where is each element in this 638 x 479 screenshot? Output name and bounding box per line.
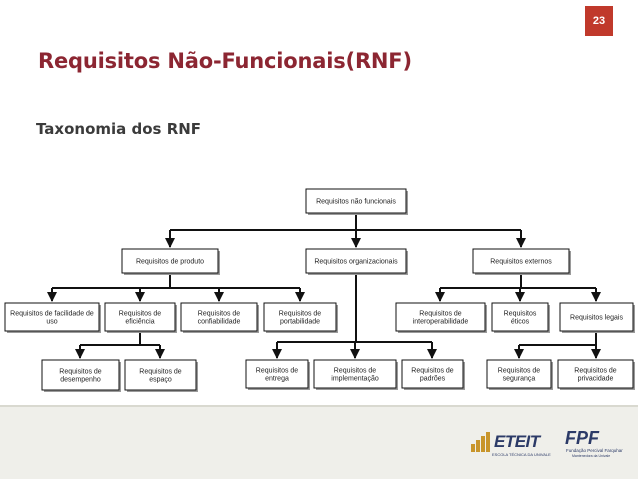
- node-organizacionais: Requisitos organizacionais: [305, 248, 408, 275]
- node-padroes-label: padrões: [420, 376, 446, 383]
- node-implementacao-label: implementação: [331, 376, 379, 383]
- footer-divider: [0, 405, 638, 407]
- node-padroes-label: Requisitos de: [411, 368, 454, 375]
- node-externos: Requisitos externos: [472, 248, 571, 275]
- eteit-bars-icon: [471, 432, 490, 452]
- eteit-caption: ESCOLA TÉCNICA DA UNIVALE: [492, 452, 551, 457]
- node-privacidade-label: Requisitos de: [574, 368, 617, 375]
- node-confiabilidade-label: confiabilidade: [198, 319, 241, 326]
- node-root-label: Requisitos não funcionais: [316, 199, 396, 206]
- node-facilidade-label: uso: [46, 319, 57, 326]
- node-produto-label: Requisitos de produto: [136, 259, 204, 266]
- node-legais: Requisitos legais: [559, 302, 635, 333]
- node-externos-label: Requisitos externos: [490, 259, 552, 266]
- node-espaco-label: espaço: [149, 377, 172, 384]
- node-implementacao-label: Requisitos de: [334, 368, 377, 375]
- slide-title: Requisitos Não-Funcionais(RNF): [38, 49, 412, 73]
- eteit-logo: ETEIT ESCOLA TÉCNICA DA UNIVALE: [470, 430, 551, 462]
- node-desempenho-label: desempenho: [60, 377, 101, 384]
- node-eticos-label: Requisitos: [504, 311, 537, 318]
- node-entrega-label: entrega: [265, 376, 289, 383]
- node-desempenho-label: Requisitos de: [59, 369, 102, 376]
- node-confiabilidade-label: Requisitos de: [198, 311, 241, 318]
- eteit-logo-text: ETEIT: [494, 432, 540, 451]
- fpf-logo: FPF Fundação Percival Farquhar Mantenedo…: [556, 428, 624, 462]
- node-interoperabilidade-label: interoperabilidade: [413, 319, 469, 326]
- node-organizacionais-label: Requisitos organizacionais: [314, 259, 398, 266]
- node-seguranca-label: segurança: [503, 376, 536, 383]
- node-portabilidade-label: portabilidade: [280, 319, 320, 326]
- node-portabilidade-label: Requisitos de: [279, 311, 322, 318]
- node-entrega-label: Requisitos de: [256, 368, 299, 375]
- node-root: Requisitos não funcionais: [305, 188, 408, 215]
- page-number-badge: 23: [585, 6, 613, 36]
- node-legais-label: Requisitos legais: [570, 315, 623, 322]
- diagram-connectors: [47, 213, 601, 359]
- node-eficiencia-label: eficiência: [125, 319, 154, 326]
- fpf-logo-text: FPF: [565, 428, 599, 448]
- node-facilidade-label: Requisitos de facilidade de: [10, 311, 94, 318]
- node-eticos-label: éticos: [511, 319, 530, 326]
- node-interoperabilidade-label: Requisitos de: [419, 311, 462, 318]
- slide-subtitle: Taxonomia dos RNF: [36, 120, 202, 138]
- node-privacidade-label: privacidade: [578, 376, 614, 383]
- node-espaco-label: Requisitos de: [139, 369, 182, 376]
- fpf-caption: Fundação Percival Farquhar: [566, 448, 623, 453]
- fpf-caption-secondary: Mantenedora da Univale: [572, 454, 611, 458]
- node-produto: Requisitos de produto: [121, 248, 220, 275]
- node-seguranca-label: Requisitos de: [498, 368, 541, 375]
- node-eficiencia-label: Requisitos de: [119, 311, 162, 318]
- footer: [0, 407, 638, 479]
